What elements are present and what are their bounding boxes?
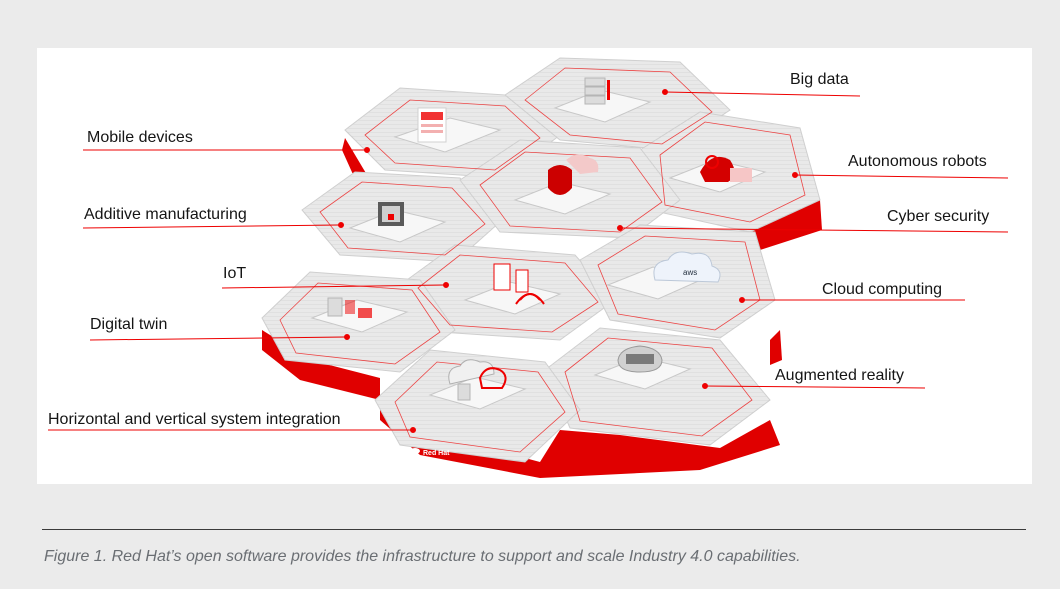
iot-icon bbox=[493, 263, 545, 305]
big-data-icon bbox=[584, 77, 610, 105]
label-big-data: Big data bbox=[790, 71, 849, 88]
figure-caption: Figure 1. Red Hat’s open software provid… bbox=[44, 548, 801, 565]
label-autonomous-robots: Autonomous robots bbox=[848, 153, 987, 170]
label-digital-twin: Digital twin bbox=[90, 316, 168, 333]
3d-printer-icon bbox=[378, 202, 404, 226]
label-augmented-reality: Augmented reality bbox=[775, 367, 904, 384]
red-base bbox=[262, 138, 822, 478]
aws-badge: aws bbox=[683, 268, 697, 277]
integration-icon bbox=[448, 359, 507, 401]
label-cloud-computing: Cloud computing bbox=[822, 281, 943, 298]
vr-headset-icon bbox=[617, 345, 663, 373]
leader-lines bbox=[48, 89, 1009, 433]
robot-icon bbox=[700, 155, 752, 182]
cloud-icon: aws bbox=[653, 251, 721, 283]
label-additive-manufacturing: Additive manufacturing bbox=[84, 206, 247, 223]
circuit-traces bbox=[279, 67, 806, 453]
digital-twin-icon bbox=[327, 297, 372, 318]
shield-icon bbox=[548, 154, 599, 195]
label-mobile-devices: Mobile devices bbox=[87, 129, 193, 146]
label-horizontal-vertical-integration: Horizontal and vertical system integrati… bbox=[48, 411, 341, 428]
tile-augmented-reality bbox=[544, 327, 771, 446]
mobile-devices-icon bbox=[417, 107, 447, 143]
label-iot: IoT bbox=[223, 265, 247, 282]
svg-text:Red Hat: Red Hat bbox=[423, 450, 450, 457]
caption-divider bbox=[42, 529, 1026, 530]
red-hat-logo: Red Hat bbox=[410, 448, 450, 457]
label-cyber-security: Cyber security bbox=[887, 208, 990, 225]
hex-tiles bbox=[261, 57, 821, 463]
